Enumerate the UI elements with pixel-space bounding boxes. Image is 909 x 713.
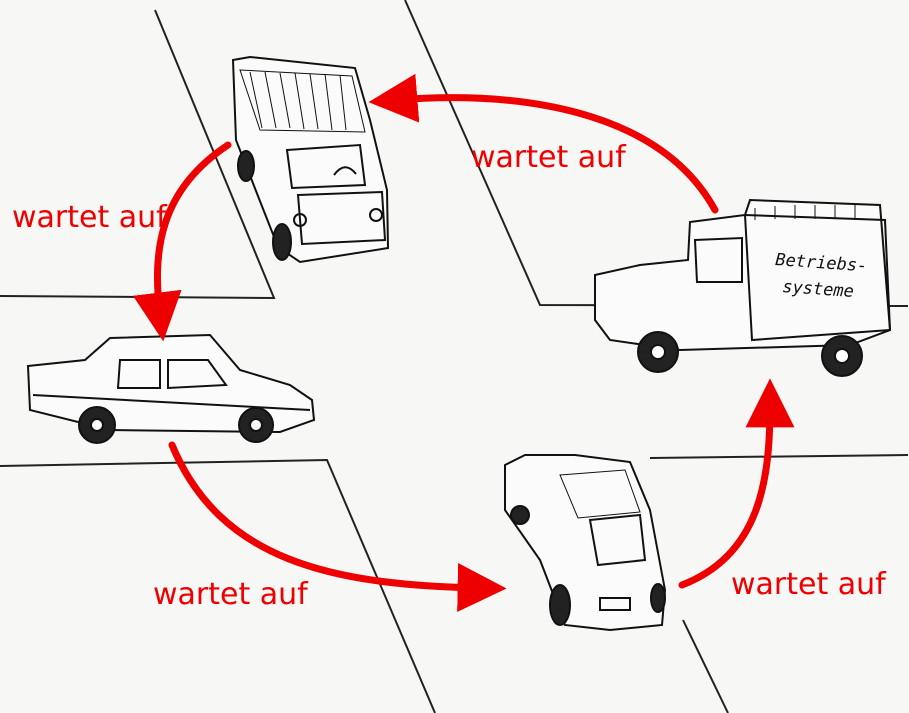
jeep-car [231, 55, 390, 264]
wait-label-bottom: wartet auf [153, 577, 308, 612]
wait-label-right: wartet auf [731, 567, 886, 602]
arrow-truck-to-jeep [368, 73, 719, 214]
sedan-car [26, 333, 316, 444]
truck-sign-line-2: systeme [782, 277, 855, 302]
arrow-hatchback-to-truck [678, 378, 795, 589]
wait-arrows [132, 73, 795, 613]
truck-car: Betriebs- systeme [594, 198, 892, 377]
arrow-sedan-to-hatchback [168, 441, 507, 613]
road-edge-bottom-left [0, 458, 436, 713]
arrow-jeep-to-sedan [132, 141, 232, 342]
wait-label-top: wartet auf [471, 140, 626, 175]
road-edge-bottom-right [649, 454, 909, 459]
wait-label-left: wartet auf [12, 200, 167, 235]
road-edge-bottom-right-lower [682, 619, 729, 713]
road-edge-top-left [0, 9, 276, 300]
hatchback-car [504, 454, 667, 632]
